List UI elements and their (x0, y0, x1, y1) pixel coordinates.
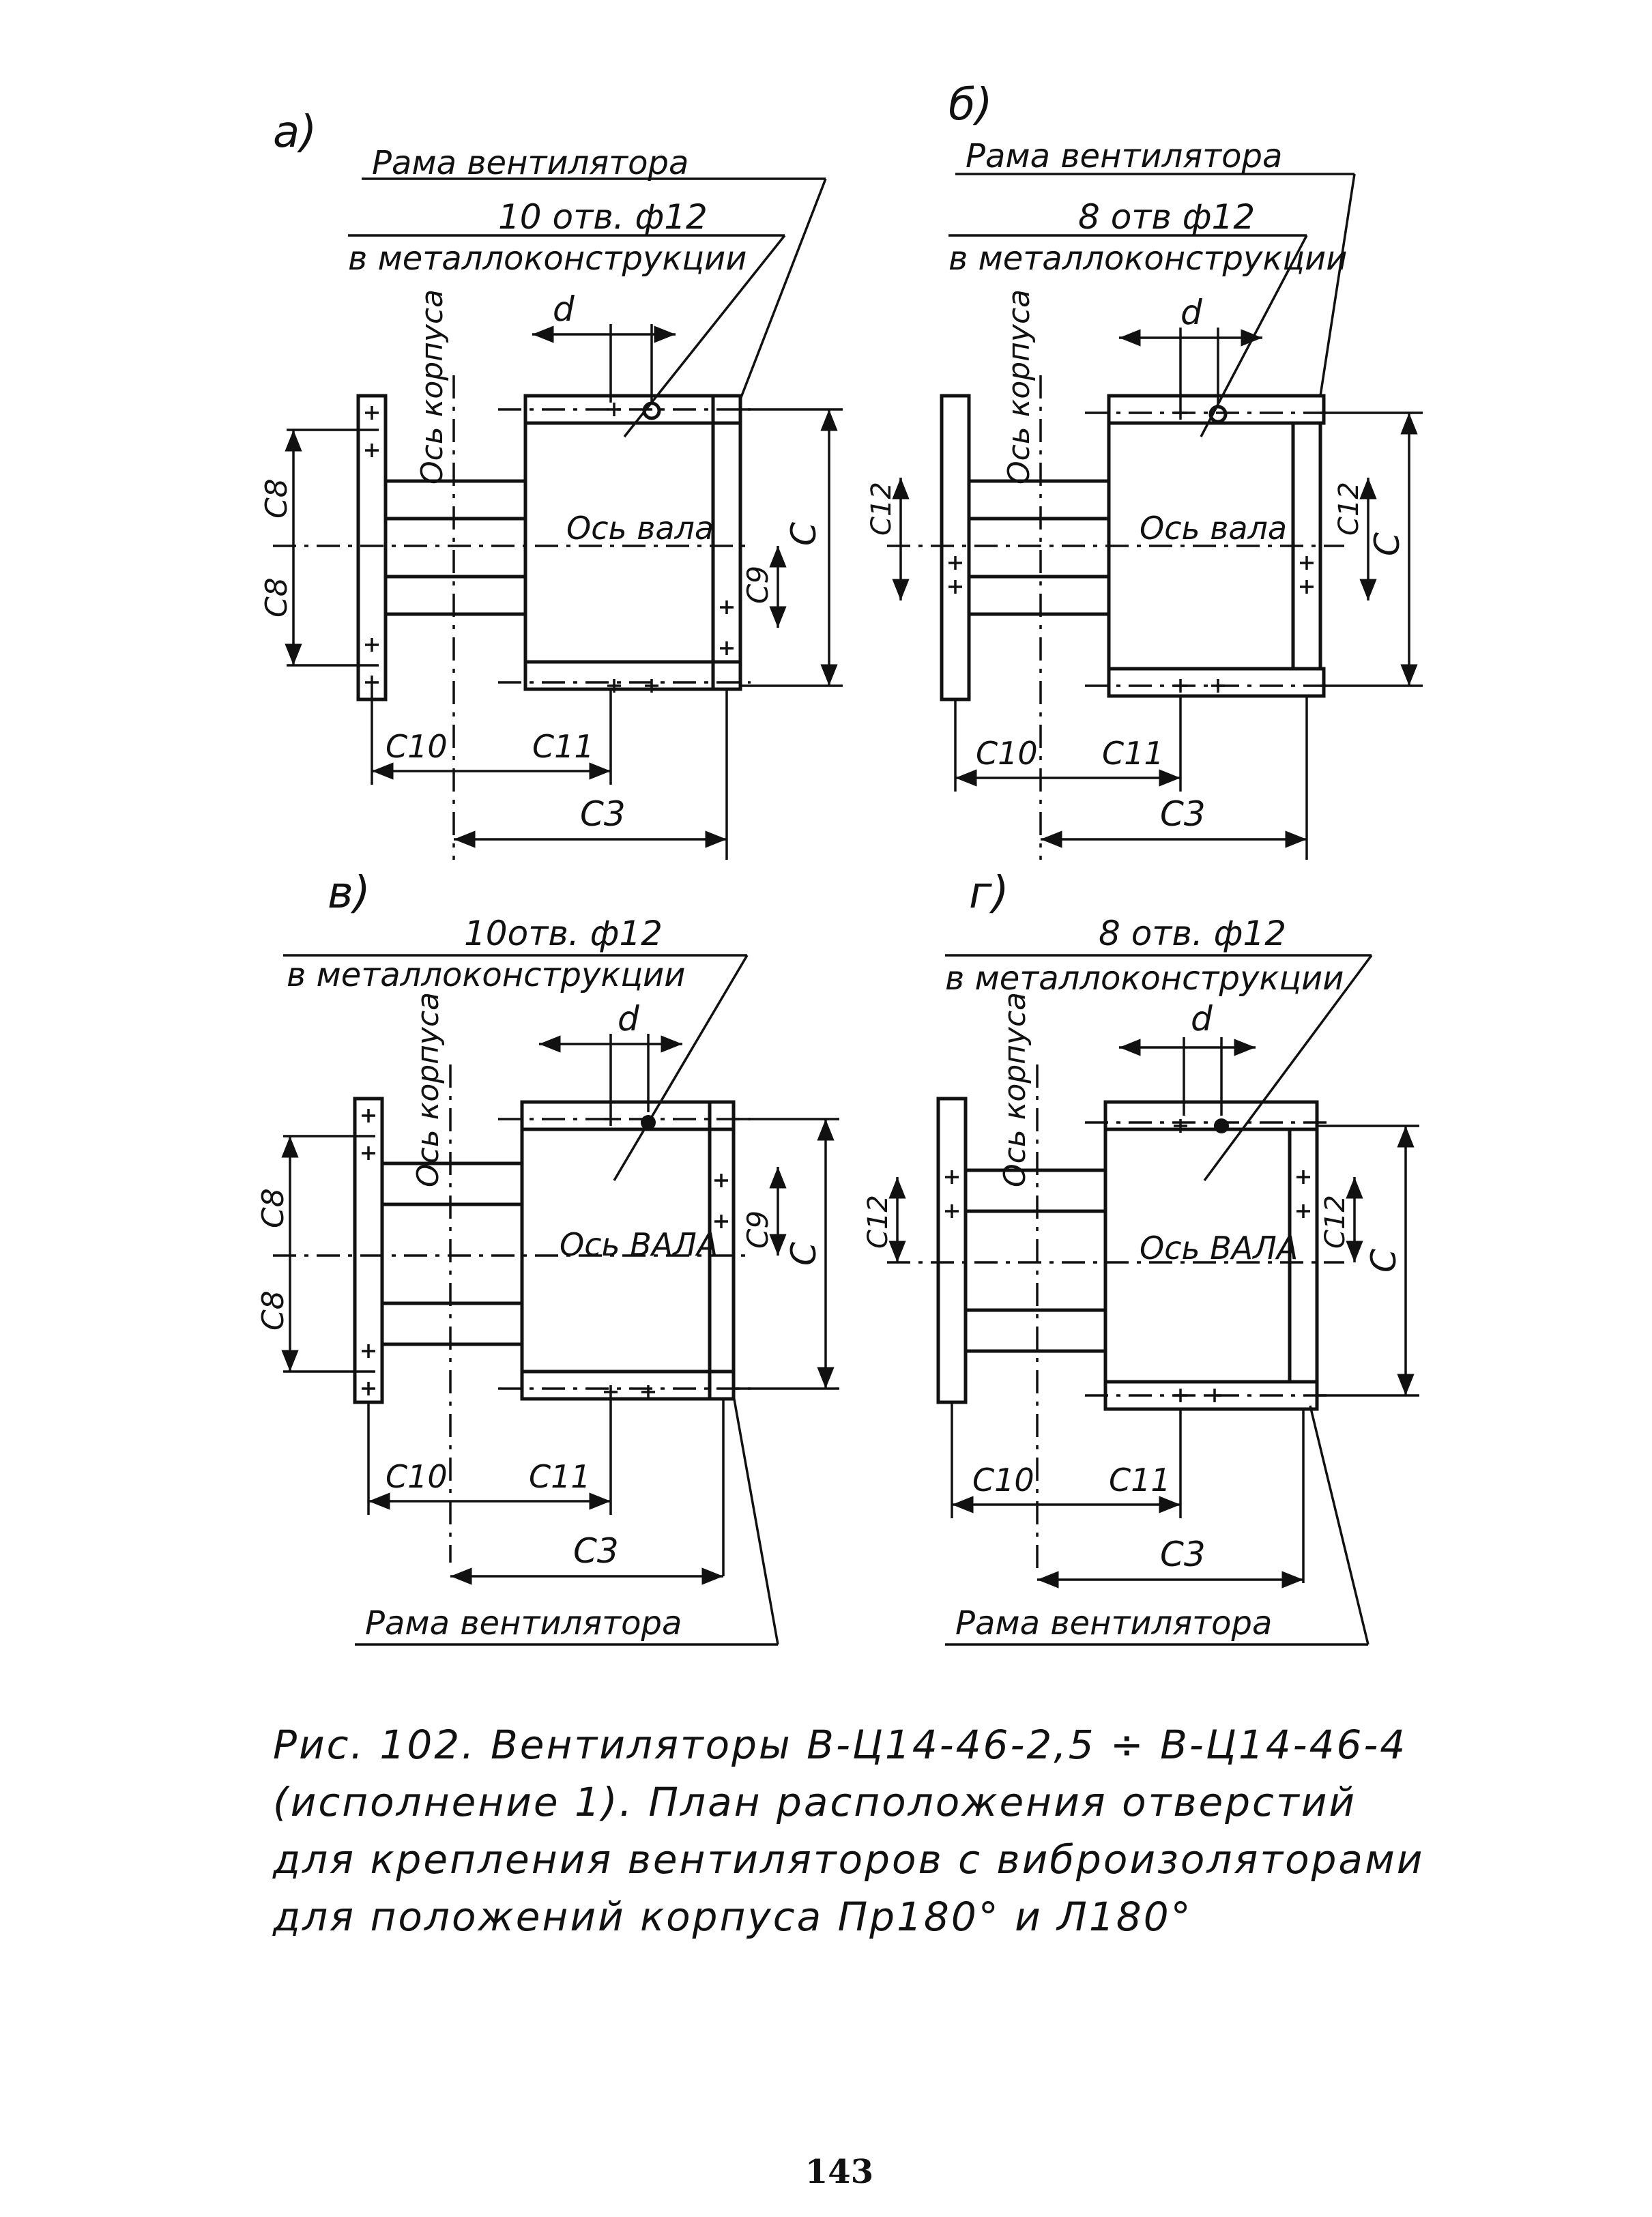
panel-b-left-support (940, 394, 971, 701)
caption-line-2: (исполнение 1). План расположения отверс… (273, 1779, 1357, 1825)
panel-b: б) Рама вентилятора 8 отв ф12 в металлок… (866, 80, 1423, 860)
panel-d: г) 8 отв. ф12 в металлоконструкции Ось к… (863, 868, 1419, 1646)
panel-a-c3-label: C3 (580, 794, 626, 834)
caption-line-4: для положений корпуса Пр180° и Л180° (273, 1894, 1193, 1940)
panel-b-frame-pointer (1319, 173, 1356, 396)
panel-a-c10-label: C10 (386, 728, 448, 765)
panel-c-c-label: C (784, 1242, 824, 1266)
panel-a-c-label: C (784, 522, 824, 546)
panel-c: в) 10отв. ф12 в металлоконструкции Ось к… (256, 868, 839, 1646)
panel-a: а) Рама вентилятора 10 отв. ф12 в металл… (259, 107, 843, 860)
panel-b-bottom-rail (1107, 667, 1326, 698)
panel-d-c-label: C (1364, 1249, 1404, 1273)
panel-a-holes-label: 10 отв. ф12 (498, 197, 708, 237)
panel-d-c10-label: C10 (972, 1462, 1034, 1498)
panel-d-metal-label: в металлоконструкции (945, 959, 1344, 998)
panel-b-c12-left-label: C12 (866, 482, 897, 536)
panel-c-frame-label: Рама вентилятора (365, 1604, 682, 1642)
panel-b-c3-label: C3 (1160, 794, 1206, 834)
panel-a-frame-label: Рама вентилятора (372, 144, 689, 182)
panel-b-body-axis-label: Ось корпуса (1002, 289, 1037, 484)
panel-a-bottom-rail (523, 660, 742, 691)
panel-a-holes (365, 403, 734, 693)
panel-a-c8-bot-label: C8 (259, 577, 294, 618)
panel-b-c10-label: C10 (976, 735, 1038, 772)
panel-c-letter: в) (328, 868, 371, 918)
caption-line-1: Рис. 102. Вентиляторы В-Ц14-46-2,5 ÷ В-Ц… (273, 1722, 1408, 1768)
panel-c-d-label: d (618, 999, 639, 1039)
panel-c-hole-marker (641, 1115, 656, 1130)
panel-d-holes (945, 1119, 1310, 1402)
panel-c-bottom-rail (520, 1370, 736, 1401)
panel-d-c12-left-label: C12 (863, 1195, 894, 1249)
panel-d-shaft-axis-label: Ось ВАЛА (1140, 1230, 1298, 1266)
panel-d-hole-marker (1214, 1118, 1229, 1133)
panel-a-c8-top-label: C8 (259, 478, 294, 519)
panel-c-c11-label: C11 (529, 1458, 591, 1495)
panel-c-holes (362, 1109, 728, 1399)
panel-a-hole-marker (642, 401, 661, 420)
panel-d-body-axis-label: Ось корпуса (998, 992, 1032, 1187)
panel-b-metal-label: в металлоконструкции (948, 240, 1347, 278)
panel-c-hole-pointer (613, 955, 749, 1181)
panel-b-holes-label: 8 отв ф12 (1078, 197, 1255, 237)
panel-a-left-support (356, 394, 388, 701)
panel-a-c9-label: C9 (741, 566, 774, 604)
panel-b-c-label: C (1367, 532, 1407, 556)
panel-c-frame-pointer (732, 1395, 779, 1645)
panel-b-holes (948, 406, 1314, 693)
panel-d-top-rail (1103, 1100, 1319, 1131)
panel-c-c10-label: C10 (386, 1458, 448, 1495)
panel-a-fan-body (523, 421, 715, 664)
panel-d-letter: г) (969, 868, 1009, 918)
panel-a-shaft-axis-label: Ось вала (566, 510, 714, 547)
panel-c-top-rail (520, 1100, 736, 1131)
panel-c-body-axis-label: Ось корпуса (411, 992, 446, 1187)
panel-a-c11-label: C11 (532, 728, 594, 765)
panel-b-c11-label: C11 (1102, 735, 1164, 772)
panel-d-frame-pointer (1309, 1405, 1370, 1645)
panel-c-shaft-axis-label: Ось ВАЛА (560, 1226, 718, 1263)
panel-b-c12-right-label: C12 (1333, 482, 1365, 536)
panel-c-c3-label: C3 (573, 1531, 619, 1571)
panel-d-holes-label: 8 отв. ф12 (1099, 914, 1286, 953)
panel-c-c8-top-label: C8 (256, 1188, 291, 1228)
figure-caption: Рис. 102. Вентиляторы В-Ц14-46-2,5 ÷ В-Ц… (273, 1716, 1425, 1945)
panel-b-shaft-axis-label: Ось вала (1140, 510, 1287, 547)
panel-d-c3-label: C3 (1160, 1535, 1206, 1574)
panel-b-letter: б) (948, 80, 992, 130)
panel-c-fan-body (520, 1127, 712, 1374)
panel-a-frame-pointer (739, 178, 827, 400)
panel-b-d-label: d (1180, 293, 1202, 332)
panel-a-letter: а) (273, 107, 317, 158)
panel-d-c12-right-label: C12 (1320, 1195, 1351, 1249)
panel-b-hole-marker (1208, 405, 1228, 424)
page-number: 143 (805, 2153, 874, 2191)
panel-b-frame-label: Рама вентилятора (966, 137, 1282, 175)
panel-d-c11-label: C11 (1109, 1462, 1171, 1498)
panel-c-c9-label: C9 (741, 1211, 774, 1249)
panel-c-holes-label: 10отв. ф12 (464, 914, 663, 953)
panel-d-left-support (936, 1097, 968, 1404)
caption-line-3: для крепления вентиляторов с виброизолят… (273, 1836, 1425, 1883)
panel-d-d-label: d (1191, 999, 1213, 1039)
panel-d-hole-pointer (1203, 954, 1373, 1182)
panel-a-d-label: d (553, 289, 575, 329)
panel-d-frame-label: Рама вентилятора (955, 1604, 1272, 1642)
panel-c-metal-label: в металлоконструкции (287, 956, 685, 994)
panel-a-metal-label: в металлоконструкции (348, 240, 747, 278)
panel-d-fan-body (1103, 1127, 1292, 1384)
panel-c-c8-bot-label: C8 (256, 1290, 291, 1331)
panel-a-body-axis-label: Ось корпуса (415, 289, 450, 484)
